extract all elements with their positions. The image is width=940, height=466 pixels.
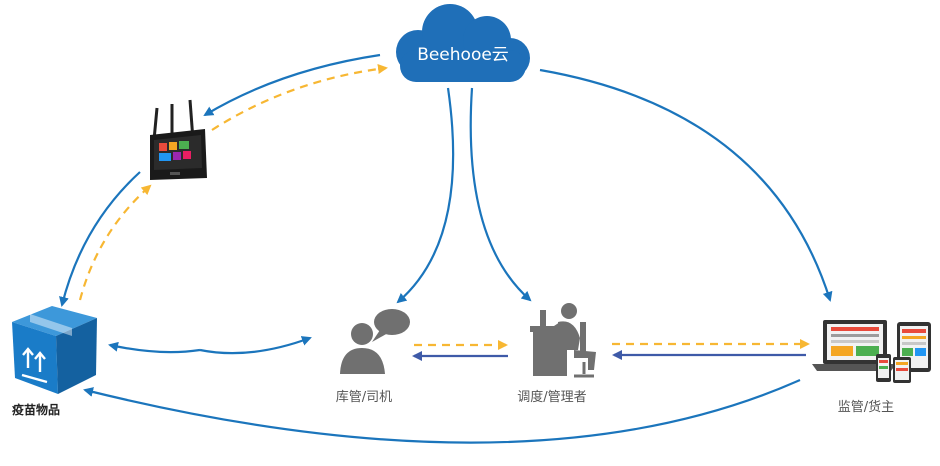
- dispatcher-label: 调度/管理者: [517, 389, 586, 405]
- blue-arrows: [59, 53, 833, 444]
- arrow-cloud-to-supervisor: [539, 68, 833, 302]
- laptop-tablet-phone-icon: [812, 320, 931, 383]
- darkblue-arrows: [412, 350, 806, 361]
- arrow-cloud-to-dispatcher: [469, 87, 532, 302]
- goods-label: 疫苗物品: [12, 402, 60, 417]
- arrow-goods-to-device: [78, 184, 152, 301]
- warehouse-label: 库管/司机: [336, 389, 392, 405]
- arrow-supervisor-to-goods: [83, 378, 801, 444]
- cloud-label: Beehooe云: [417, 45, 509, 65]
- supervisor-node: 监管/货主: [812, 320, 931, 415]
- cloud-icon: [396, 4, 530, 82]
- person-speech-bubble-icon: [340, 309, 410, 374]
- goods-node: 疫苗物品: [12, 306, 97, 417]
- arrow-goods-warehouse-start: [199, 336, 312, 355]
- arrow-goods-warehouse-end: [108, 341, 201, 354]
- package-box-icon: [12, 306, 97, 394]
- yellow-arrows: [78, 64, 810, 350]
- arrow-device-to-goods: [59, 171, 141, 307]
- person-at-desk-icon: [530, 303, 596, 378]
- arrow-cloud-to-device: [203, 53, 381, 117]
- arrow-cloud-to-warehouse: [396, 87, 455, 304]
- arrow-device-to-cloud: [211, 64, 388, 131]
- dispatcher-node: 调度/管理者: [517, 303, 596, 405]
- cloud-node: Beehooe云: [396, 4, 530, 82]
- tablet-gateway-icon: [150, 99, 207, 180]
- supervisor-label: 监管/货主: [838, 399, 894, 415]
- warehouse-node: 库管/司机: [336, 309, 410, 405]
